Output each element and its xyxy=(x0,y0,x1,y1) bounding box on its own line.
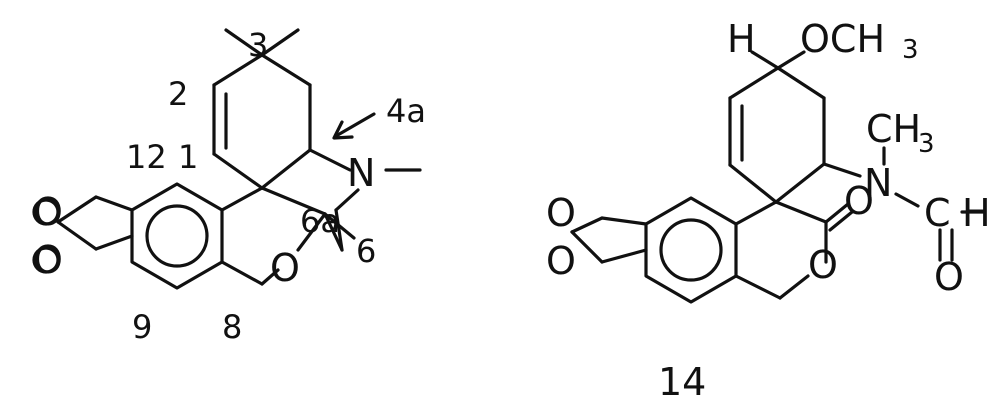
right-atom-o-dioxole-bottom: O xyxy=(546,239,576,283)
left-locant-9: 9 xyxy=(132,308,152,346)
left-locant-1: 1 xyxy=(178,138,198,176)
right-methylenedioxy-ring xyxy=(570,216,648,264)
left-dioxole-o-bottom: O xyxy=(32,238,63,282)
right-labels: H OCH 3 CH 3 N C H O O O O O 14 xyxy=(546,17,991,404)
right-structure xyxy=(570,50,986,304)
left-benzene-ring xyxy=(130,182,224,290)
left-atom-o-top: O xyxy=(33,190,63,234)
right-benzene-ring xyxy=(644,196,738,304)
right-formamide xyxy=(822,146,986,262)
left-gem-dimethyl xyxy=(224,28,300,57)
left-dioxole-o-top: O xyxy=(32,190,63,234)
right-atom-o-formyl: O xyxy=(934,255,964,299)
left-locant-12: 12 xyxy=(126,138,167,176)
left-amine-bridge xyxy=(308,148,422,252)
left-locant-8: 8 xyxy=(222,308,242,346)
right-atom-h-formyl: H xyxy=(962,191,991,235)
right-atom-o-carbonyl: O xyxy=(844,179,874,223)
left-atom-n: N xyxy=(347,151,375,195)
left-atom-o-pyran: O xyxy=(270,246,300,290)
left-labels: O N 3 2 1 12 4a 6a 6 9 8 xyxy=(126,26,426,346)
right-atom-och-sub: 3 xyxy=(902,35,919,65)
right-atom-ch-methyl: CH xyxy=(866,107,921,151)
right-atom-ch-methyl-sub: 3 xyxy=(918,129,935,159)
left-cyclohexene-ring xyxy=(212,53,312,190)
right-atom-n: N xyxy=(864,161,892,205)
right-atom-h: H xyxy=(727,17,756,61)
right-methoxy-substituents xyxy=(750,50,806,70)
right-atom-o-dioxole-top: O xyxy=(546,191,576,235)
left-locant-6a: 6a xyxy=(300,202,340,240)
left-locant-2: 2 xyxy=(168,75,188,113)
right-lactone-ring xyxy=(734,200,854,300)
left-locant-3: 3 xyxy=(248,26,268,64)
left-arrow-4a xyxy=(332,112,376,140)
left-atom-o-bottom: O xyxy=(33,238,63,282)
right-cyclohexene-ring xyxy=(728,66,826,204)
right-atom-o-lactone: O xyxy=(808,243,838,287)
left-structure: O xyxy=(32,28,422,290)
left-locant-6: 6 xyxy=(356,232,376,270)
compound-label-14: 14 xyxy=(658,360,706,404)
left-locant-4a: 4a xyxy=(386,92,426,130)
right-atom-och: OCH xyxy=(800,17,885,61)
left-pyran-ring xyxy=(220,186,327,286)
right-atom-c-formyl: C xyxy=(924,191,951,235)
left-methylenedioxy-ring xyxy=(56,195,134,251)
